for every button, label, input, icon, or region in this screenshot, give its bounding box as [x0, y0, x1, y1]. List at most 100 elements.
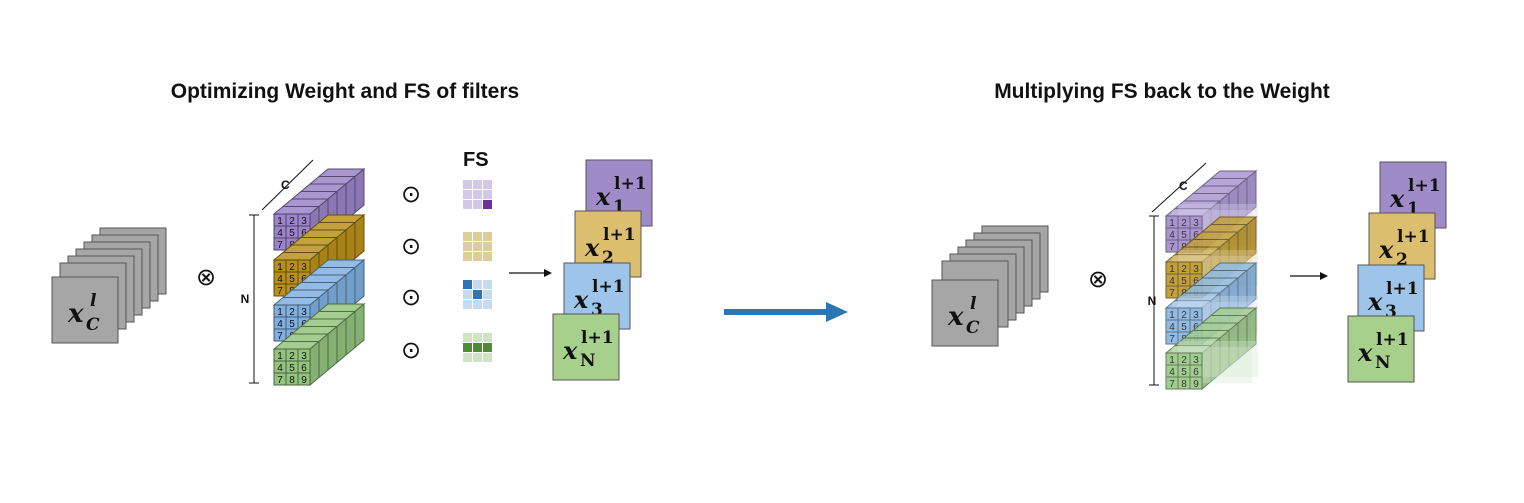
- left-output-base: x: [595, 182, 611, 211]
- fs-grids: [463, 180, 492, 362]
- left-kernel-number: 1: [277, 307, 283, 318]
- left-small-arrow: [509, 269, 552, 277]
- left-elementwise-op-1: ⊙: [401, 180, 421, 208]
- fs-cell: [483, 200, 492, 209]
- right-kernel-number: 6: [1193, 367, 1199, 378]
- left-output-sub: 1: [613, 197, 625, 217]
- right-kernel-number: 2: [1181, 218, 1187, 229]
- fs-cell: [473, 290, 482, 299]
- fs-cell: [473, 343, 482, 352]
- fs-cell: [473, 300, 482, 309]
- left-output-sub: 3: [591, 300, 603, 320]
- left-input-base: x: [67, 299, 84, 329]
- left-kernel-number: 5: [289, 228, 295, 239]
- left-kernel-number: 3: [301, 351, 307, 362]
- right-kernel-number: 5: [1181, 367, 1187, 378]
- fs-cell: [483, 180, 492, 189]
- left-kernel-number: 5: [289, 319, 295, 330]
- right-kernel-number: 5: [1181, 276, 1187, 287]
- fs-cell: [463, 353, 472, 362]
- fs-cell: [483, 290, 492, 299]
- left-conv-op: ⊗: [196, 263, 216, 291]
- right-conv-op: ⊗: [1088, 265, 1108, 293]
- right-output-sup: l+1: [1397, 227, 1430, 247]
- right-output-base: x: [1378, 235, 1394, 264]
- right-kernel-number: 5: [1181, 230, 1187, 241]
- fs-cell: [463, 242, 472, 251]
- left-elementwise-op-4: ⊙: [401, 336, 421, 364]
- left-kernel-number: 2: [289, 216, 295, 227]
- right-kernel-number: 7: [1169, 288, 1175, 299]
- fs-cell: [483, 190, 492, 199]
- fs-cell: [463, 190, 472, 199]
- left-kernel-number: 3: [301, 216, 307, 227]
- left-output-base: x: [584, 233, 600, 262]
- right-kernel-number: 4: [1169, 276, 1175, 287]
- left-input-sub: C: [86, 315, 100, 335]
- left-kernel-number: 5: [289, 274, 295, 285]
- left-kernel-number: 6: [301, 363, 307, 374]
- right-output-sup: l+1: [1376, 330, 1409, 350]
- right-kernel-number: 7: [1169, 334, 1175, 345]
- left-output-sup: l+1: [581, 328, 614, 348]
- left-kernel-number: 2: [289, 262, 295, 273]
- fs-cell: [463, 280, 472, 289]
- right-channel-label: C: [1179, 179, 1188, 193]
- left-kernel-number: 1: [277, 351, 283, 362]
- right-kernel-number: 1: [1169, 355, 1175, 366]
- fs-cell: [473, 232, 482, 241]
- left-elementwise-op-2: ⊙: [401, 232, 421, 260]
- fs-cell: [463, 252, 472, 261]
- right-kernel-number: 9: [1193, 379, 1199, 390]
- right-kernel-number: 5: [1181, 322, 1187, 333]
- left-channel-dim-line: [261, 159, 314, 211]
- right-output-sup: l+1: [1386, 279, 1419, 299]
- fs-cell: [463, 180, 472, 189]
- right-input-stack: x l C: [931, 225, 1049, 347]
- right-panel-title: Multiplying FS back to the Weight: [994, 80, 1330, 103]
- left-kernel-number: 4: [277, 363, 283, 374]
- right-input-sub: C: [966, 318, 980, 338]
- left-kernel-number: 1: [277, 216, 283, 227]
- right-input-sup: l: [970, 294, 977, 314]
- fs-cell: [483, 252, 492, 261]
- fs-cell: [463, 200, 472, 209]
- right-output-sub: 3: [1385, 302, 1397, 322]
- left-kernel-number: 5: [289, 363, 295, 374]
- fs-cell: [473, 242, 482, 251]
- left-kernel-number: 7: [277, 375, 283, 386]
- fs-cell: [463, 300, 472, 309]
- fs-cell: [463, 290, 472, 299]
- left-kernel-number: 6: [301, 228, 307, 239]
- fs-cell: [473, 200, 482, 209]
- left-kernel-number: 3: [301, 262, 307, 273]
- fs-cell: [473, 333, 482, 342]
- fs-cell: [463, 333, 472, 342]
- left-kernel-number: 3: [301, 307, 307, 318]
- left-output-sub: N: [580, 351, 596, 371]
- right-output-sup: l+1: [1408, 176, 1441, 196]
- left-kernel-number: 2: [289, 351, 295, 362]
- fs-grid-purple: [463, 180, 492, 209]
- left-kernel-number: 7: [277, 331, 283, 342]
- right-kernel-number: 3: [1193, 218, 1199, 229]
- left-filter-bank: 123456789123456789123456789123456789: [272, 167, 366, 387]
- right-kernel-number: 4: [1169, 230, 1175, 241]
- transition-arrow: [724, 302, 848, 322]
- left-elementwise-op-3: ⊙: [401, 283, 421, 311]
- right-output-base: x: [1357, 338, 1373, 367]
- left-output-sup: l+1: [603, 225, 636, 245]
- left-input-stack: x l C: [51, 227, 167, 344]
- right-kernel-number: 2: [1181, 264, 1187, 275]
- right-output-base: x: [1367, 287, 1383, 316]
- right-kernel-number: 4: [1169, 322, 1175, 333]
- right-filter-bank: 123456789123456789123456789123456789: [1164, 169, 1258, 391]
- fs-cell: [483, 280, 492, 289]
- right-kernel-number: 2: [1181, 355, 1187, 366]
